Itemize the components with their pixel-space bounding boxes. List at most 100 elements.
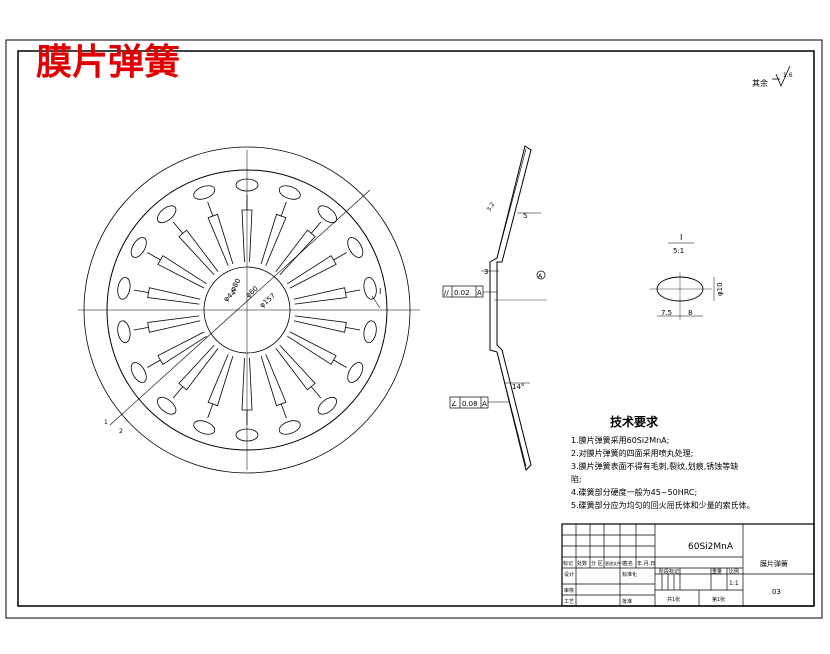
finger-slot-line (207, 201, 214, 217)
requirement-3: 3.膜片弹簧表面不得有毛刺,裂纹,划痕,锈蚀等缺 (571, 461, 738, 471)
tb-drawing-no: 03 (772, 588, 781, 596)
finger-slot (260, 354, 287, 407)
drawing-title: 膜片弹簧 (36, 41, 180, 83)
finger-hole (130, 237, 147, 258)
finger-slot-line (280, 403, 287, 419)
dim-phi157: φ157 (258, 292, 277, 310)
finger-hole (193, 185, 216, 200)
section-angle: 14° (512, 383, 524, 391)
dim-line-diag (109, 189, 371, 426)
finger-slot (275, 344, 316, 391)
finger-slot (157, 255, 207, 289)
tb-process: 工艺 (564, 599, 574, 605)
finger-hole (193, 420, 216, 435)
detail-scale: 5:1 (673, 247, 684, 255)
finger-slot (178, 344, 219, 391)
finger-hole (117, 277, 131, 300)
finger-hole (363, 277, 377, 300)
requirement-4: 4.碟簧部分硬度一般为45~50HRC; (571, 487, 697, 497)
finger-slot (178, 229, 219, 276)
requirement-1: 1.膜片弹簧采用60Si2MnA; (571, 435, 669, 445)
finger-hole (156, 396, 177, 415)
title-block (561, 523, 815, 607)
finger-hole (317, 205, 338, 224)
finger-slot-line (133, 289, 149, 294)
roughness-symbol-icon (772, 65, 791, 88)
angularity-ref: A (482, 400, 487, 408)
finger-hole (363, 320, 377, 343)
section-datum-mark: A (538, 273, 543, 280)
section-roughness: 3.2 (486, 201, 497, 213)
finger-hole (117, 320, 131, 343)
angularity-value: 0.08 (462, 400, 478, 408)
parallelism-value: 0.02 (454, 289, 470, 297)
small-dim-2: 2 (119, 428, 123, 435)
finger-hole (235, 428, 259, 442)
finger-slot (207, 354, 234, 407)
front-view (78, 146, 420, 474)
tb-label-sign: 签名 (623, 560, 633, 567)
parallelism-symbol: // (444, 289, 449, 297)
datum-circle (536, 270, 546, 280)
detail-slot (650, 272, 715, 320)
finger-slot-line (345, 326, 361, 331)
section-outline (489, 145, 532, 471)
tb-label-mark: 标记 (563, 560, 573, 567)
angularity-symbol: ∠ (451, 400, 457, 408)
section-inner-line (496, 148, 527, 259)
finger-slot-line (172, 221, 184, 234)
requirements-heading: 技术要求 (610, 414, 659, 429)
inner-border (17, 50, 815, 607)
finger-slot-line (207, 403, 214, 419)
tb-sheets-total: 共1张 (667, 596, 680, 603)
finger-slot-line (147, 359, 161, 368)
detail-dim-right: 8 (688, 309, 692, 317)
finger-hole (278, 420, 301, 435)
section-dim-top: 5 (523, 212, 527, 220)
tb-label-zone: 分 区 (591, 560, 603, 567)
tb-scale: 1:1 (729, 580, 739, 587)
parallelism-ref: A (477, 289, 482, 297)
tb-approve: 批准 (622, 598, 632, 605)
outer-border (5, 39, 823, 619)
requirement-5: 5.碟簧部分应为均匀的回火屈氏体和少量的索氏体。 (571, 500, 755, 510)
tb-label-file: 更改文件号 (605, 560, 625, 566)
finger-slot-line (333, 359, 347, 368)
finger-slot (287, 255, 337, 289)
finger-slot (293, 287, 347, 305)
finger-slot (287, 331, 337, 365)
finger-slot-line (310, 221, 322, 234)
finger-hole (347, 237, 364, 258)
section-mark-leader (371, 295, 381, 309)
section-view (481, 145, 547, 471)
spring-fingers (117, 178, 377, 442)
tb-ratio: 比例 (729, 568, 739, 575)
finger-slot (207, 213, 234, 266)
tb-standardization: 标准化 (622, 571, 637, 578)
small-dim-1: 1 (104, 419, 108, 426)
finger-hole (317, 396, 338, 415)
finger-slot-line (172, 386, 184, 399)
parallelism-frame (442, 285, 484, 298)
section-mark-I: I (379, 287, 381, 296)
detail-dim-left: 7.5 (661, 309, 672, 317)
section-inner-line-2 (496, 351, 527, 467)
tb-stage-mark: 阶段标记 (659, 568, 679, 575)
finger-slot-line (345, 289, 361, 294)
tb-label-date: 年.月.日 (637, 560, 655, 567)
detail-dim-height: φ10 (716, 282, 724, 296)
roughness-value: 1.6 (783, 72, 793, 79)
tb-sheet-no: 第1张 (712, 596, 725, 603)
roughness-note: 其余 (752, 78, 768, 88)
finger-slot (147, 287, 201, 305)
finger-slot-line (147, 252, 161, 261)
finger-hole (235, 178, 259, 192)
requirement-2: 2.对膜片弹簧的四面采用喷丸处理; (571, 448, 693, 458)
finger-slot (275, 229, 316, 276)
tb-review: 审核 (564, 587, 574, 594)
finger-slot-line (133, 326, 149, 331)
finger-slot (293, 315, 347, 333)
finger-slot (147, 315, 201, 333)
detail-label: I (680, 233, 682, 242)
